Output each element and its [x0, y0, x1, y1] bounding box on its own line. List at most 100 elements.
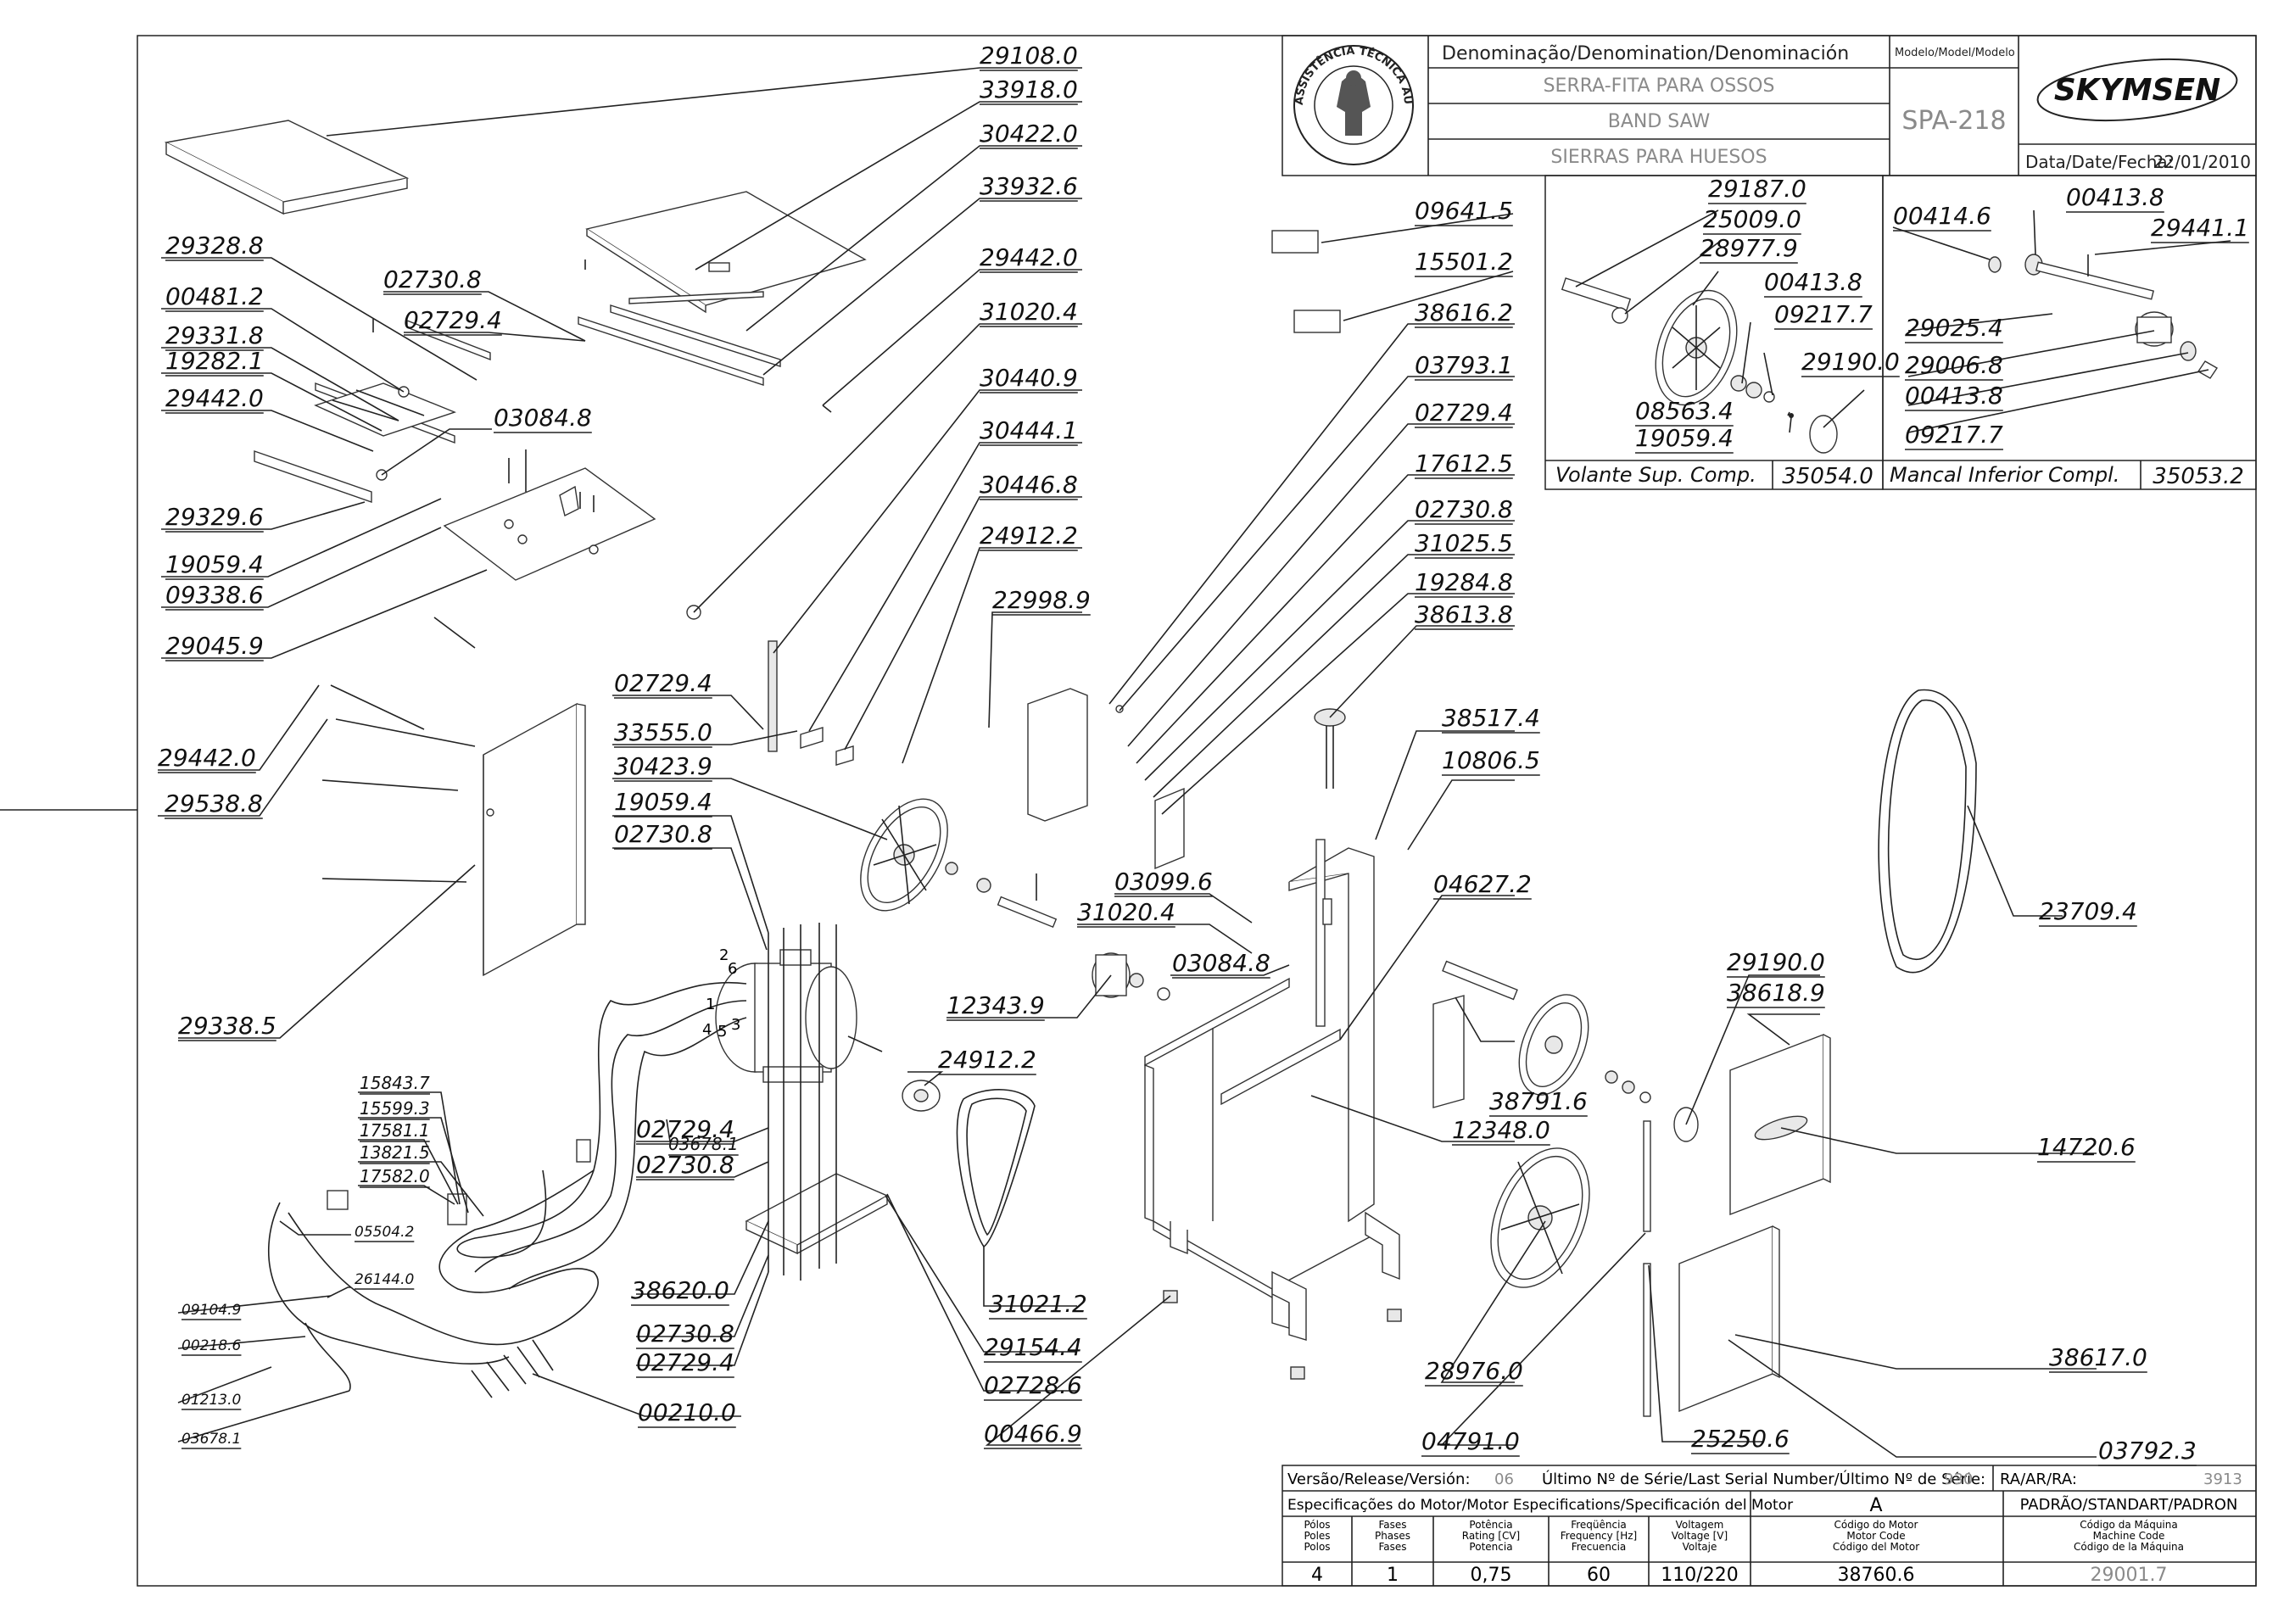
part-label: 38791.6 — [1489, 1087, 1588, 1115]
part-label: 17581.1 — [360, 1120, 430, 1141]
date-value: 22/01/2010 — [2153, 152, 2251, 172]
part-label: 29331.8 — [165, 321, 264, 349]
part-label: 09641.5 — [1415, 197, 1513, 225]
cable-ties — [471, 1339, 554, 1398]
guide-rail-lower — [1643, 1263, 1651, 1417]
wire-number: 5 — [718, 1023, 727, 1041]
wire-number: 3 — [731, 1016, 740, 1034]
part-label: 23709.4 — [2039, 897, 2137, 925]
part-label: 28976.0 — [1425, 1357, 1523, 1385]
v-belt — [956, 1089, 1036, 1248]
part-label: 29045.9 — [165, 632, 264, 660]
part-label: 31021.2 — [989, 1290, 1087, 1318]
wire-number: 1 — [706, 996, 715, 1013]
phases-value: 1 — [1387, 1565, 1399, 1586]
part-label: 29441.1 — [2151, 214, 2249, 242]
guide-bracket — [1027, 688, 1185, 870]
part-label: 00210.0 — [638, 1398, 736, 1426]
part-label: 03792.3 — [2098, 1437, 2197, 1465]
motor-pulley — [902, 1080, 941, 1112]
footer-spec-table: Versão/Release/Versión: 06 Último Nº de … — [1282, 1465, 2257, 1587]
motor-code-value: 38760.6 — [1838, 1565, 1915, 1586]
standard-label: PADRÃO/STANDART/PADRON — [2020, 1495, 2238, 1514]
callout-labels: 29108.0 33918.0 30422.0 33932.6 29442.0 … — [158, 42, 2249, 1465]
part-label: 38617.0 — [2049, 1343, 2147, 1371]
label-underlines — [158, 70, 2249, 1466]
machine-code-value: 29001.7 — [2091, 1565, 2168, 1586]
miter-guide-parts — [254, 319, 491, 503]
part-label: 30423.9 — [614, 752, 712, 780]
part-label: 08563.4 — [1635, 397, 1734, 425]
part-label: 31020.4 — [1077, 898, 1175, 926]
part-label: 12348.0 — [1452, 1116, 1550, 1144]
part-label: 02729.4 — [614, 669, 712, 697]
part-label: 29006.8 — [1905, 351, 2003, 379]
lower-wheel — [1490, 1147, 1590, 1288]
part-label: 33932.6 — [980, 172, 1078, 200]
part-label: 30444.1 — [980, 416, 1078, 444]
part-label: 03678.1 — [181, 1431, 241, 1448]
part-label: 31020.4 — [980, 298, 1078, 326]
part-label: 28977.9 — [1700, 234, 1798, 262]
part-label: 01213.0 — [181, 1392, 241, 1409]
part-label: 30440.9 — [980, 364, 1078, 392]
ra-label: RA/AR/RA: — [2000, 1471, 2077, 1488]
ra-value: 3913 — [2203, 1471, 2242, 1488]
brand-logo: SKYMSEN — [2036, 59, 2238, 121]
part-label: 29538.8 — [165, 790, 263, 818]
part-label: 17582.0 — [360, 1166, 430, 1186]
wire-number: 4 — [702, 1021, 712, 1039]
serial-value: 930 — [1944, 1471, 1973, 1488]
lower-hub — [1092, 952, 1170, 1001]
part-label: 38616.2 — [1415, 299, 1513, 326]
part-label: 24912.2 — [938, 1046, 1036, 1074]
part-label: 38613.8 — [1415, 600, 1513, 628]
part-label: 10806.5 — [1442, 746, 1540, 774]
part-label: 29338.5 — [178, 1012, 276, 1040]
part-label: 02728.6 — [984, 1371, 1082, 1399]
part-label: 15501.2 — [1415, 248, 1513, 276]
name-es: SIERRAS PARA HUESOS — [1550, 147, 1767, 168]
part-label: 30422.0 — [980, 120, 1078, 148]
part-label: 03084.8 — [1172, 949, 1270, 977]
release-label: Versão/Release/Versión: — [1287, 1471, 1471, 1488]
part-label: 29108.0 — [980, 42, 1078, 70]
machine-frame — [1144, 839, 1402, 1380]
voltage-value: 110/220 — [1661, 1565, 1738, 1586]
part-label: 19059.4 — [1635, 424, 1734, 452]
part-label: 29328.8 — [165, 232, 264, 260]
date-label: Data/Date/Fecha: — [2025, 152, 2173, 172]
part-label: 02730.8 — [383, 265, 482, 293]
part-label: 38620.0 — [631, 1276, 729, 1304]
part-label: 17612.5 — [1415, 449, 1513, 477]
rating-value: 0,75 — [1471, 1565, 1512, 1586]
part-label: 30446.8 — [980, 471, 1078, 499]
tension-knob — [1314, 708, 1346, 789]
part-label: 29190.0 — [1801, 348, 1900, 376]
part-label: 02730.8 — [1415, 495, 1513, 523]
table-top-part — [164, 120, 410, 215]
part-label: 19059.4 — [165, 550, 264, 578]
wiring-harness — [268, 981, 747, 1392]
brand-name: SKYMSEN — [2054, 73, 2220, 108]
guide-rail-upper — [1643, 1120, 1651, 1232]
model-header: Modelo/Model/Modelo — [1895, 47, 2015, 59]
part-label: 29442.0 — [165, 384, 264, 412]
drawing-border — [137, 35, 2257, 1587]
part-label: 03793.1 — [1415, 351, 1513, 379]
part-label: 38517.4 — [1442, 704, 1540, 732]
model-number: SPA-218 — [1901, 106, 2006, 136]
part-label: 25009.0 — [1703, 205, 1801, 233]
part-label: 24912.2 — [980, 522, 1078, 550]
part-label: 02729.4 — [636, 1348, 734, 1376]
svg-text:ASSISTÊNCIA TÉCNICA AUTORIZADA: ASSISTÊNCIA TÉCNICA AUTORIZADA — [0, 0, 1414, 105]
denomination-header: Denominação/Denomination/Denominación — [1442, 43, 1849, 64]
blade-guide-post — [686, 605, 854, 766]
electric-motor — [715, 949, 883, 1083]
